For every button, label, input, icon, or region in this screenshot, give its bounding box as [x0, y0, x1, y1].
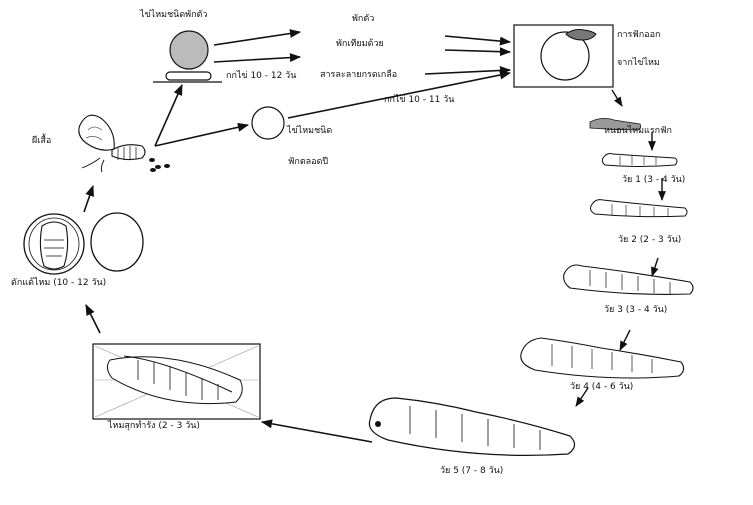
arrow-instar3-to-instar4 [619, 329, 631, 351]
arrow-treatment-to-hatch [444, 47, 512, 57]
label-newly-hatched: หนอนไหมแรกฟัก [604, 126, 672, 136]
label-nondiapause-egg-line1: ไข่ไหมชนิด [287, 126, 333, 136]
diapause-egg-illustration [153, 30, 222, 83]
label-acid-solution: สารละลายกรดเกลือ [320, 70, 398, 80]
arrow-dormant-to-hatch [444, 35, 512, 46]
arrow-spinning-to-pupa [85, 303, 101, 334]
arrow-pupa-to-moth [83, 184, 94, 213]
hatching-box [513, 24, 614, 88]
instar-1-larva [601, 153, 678, 167]
label-hatching-line2: จากไข่ไหม [617, 58, 660, 68]
arrow-instar5-to-spinning [260, 419, 373, 443]
label-pupa: ดักแด้ไหม (10 - 12 วัน) [11, 278, 107, 288]
arrow-instar4-to-instar5 [575, 387, 589, 407]
pupa-illustration [23, 212, 144, 275]
label-instar-4: วัย 4 (4 - 6 วัน) [570, 382, 634, 392]
label-instar-5: วัย 5 (7 - 8 วัน) [440, 466, 504, 476]
arrow-acid-to-hatch [424, 65, 512, 75]
label-diapause-egg: ไข่ไหมชนิดพักตัว [140, 10, 208, 20]
arrow-moth-to-nondiapause-egg [154, 122, 250, 147]
non-diapause-egg-illustration [251, 106, 285, 140]
label-hatching-line1: การฟักออก [617, 30, 661, 40]
label-dormant: พักตัว [352, 14, 375, 24]
label-instar-1: วัย 1 (3 - 4 วัน) [622, 175, 686, 185]
label-instar-3: วัย 3 (3 - 4 วัน) [604, 305, 668, 315]
label-hatch-10-12: กกไข่ 10 - 12 วัน [226, 71, 297, 81]
instar-3-larva [563, 264, 694, 295]
newly-hatched-larva [589, 118, 642, 131]
instar-2-larva [590, 199, 688, 218]
label-nondiapause-egg-line2: ฟักตลอดปี [288, 157, 329, 167]
arrow-nondiapause-to-hatch [287, 70, 512, 119]
instar-5-larva [368, 397, 576, 456]
arrow-egg-to-dormant [213, 29, 302, 46]
label-break-dormancy: พักเทียมด้วย [336, 39, 384, 49]
arrow-instar2-to-instar3 [651, 257, 659, 277]
instar-4-larva [520, 337, 685, 379]
spinning-illustration [92, 343, 261, 420]
arrow-moth-to-diapause-egg [154, 83, 183, 147]
label-hatch-10-11: กกไข่ 10 - 11 วัน [384, 95, 455, 105]
label-spinning: ไหมสุกทำรัง (2 - 3 วัน) [108, 421, 200, 431]
moth-illustration [78, 114, 170, 173]
arrow-egg-to-treatment [213, 53, 302, 63]
label-moth: ผีเสื้อ [32, 136, 52, 146]
arrow-hatch-to-larva [611, 89, 623, 107]
label-instar-2: วัย 2 (2 - 3 วัน) [618, 235, 682, 245]
